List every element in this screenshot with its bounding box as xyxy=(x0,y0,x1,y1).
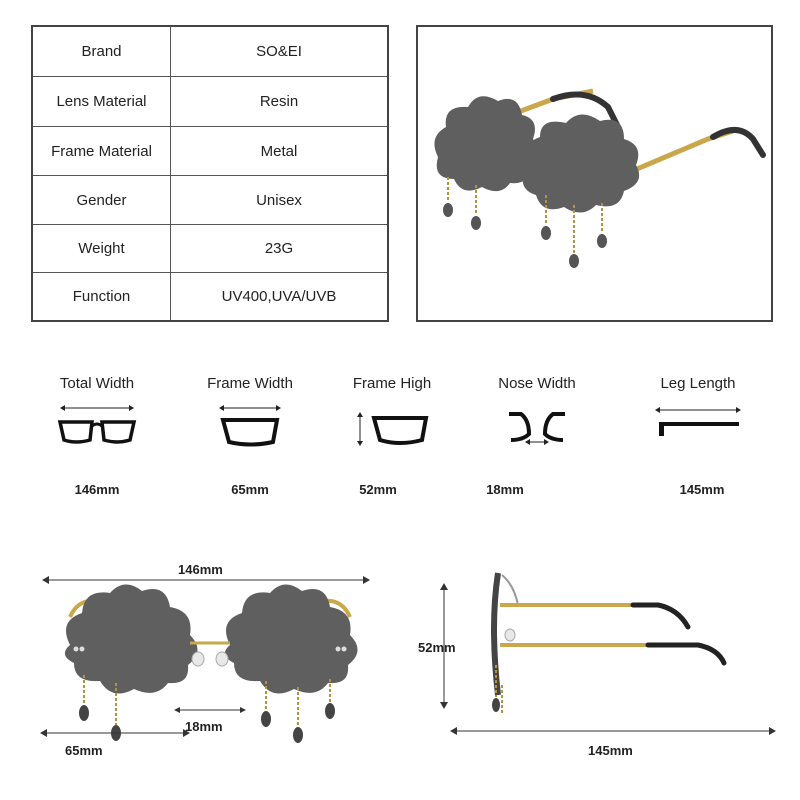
spec-label: Function xyxy=(33,273,171,320)
spec-row-function: Function UV400,UVA/UVB xyxy=(33,273,387,320)
spec-value: Resin xyxy=(259,93,299,110)
spec-value: UV400,UVA/UVB xyxy=(221,288,337,305)
dim-value-leg-length: 145mm xyxy=(679,482,725,497)
spec-table: Brand SO&EI Lens Material Resin Frame Ma… xyxy=(31,25,389,322)
dim-title: Frame High xyxy=(352,375,432,392)
dim-title: Frame Width xyxy=(207,375,293,392)
side-view-drawing xyxy=(440,572,776,735)
spec-label: Weight xyxy=(33,225,171,272)
spec-row-frame-material: Frame Material Metal xyxy=(33,127,387,176)
dim-leg-length: Leg Length xyxy=(633,375,763,448)
side-leg-length-label: 145mm xyxy=(588,743,633,758)
dim-value-frame-width: 65mm xyxy=(231,482,269,497)
front-view-drawing xyxy=(40,576,370,743)
cloud-sunglasses-image xyxy=(434,88,766,268)
spec-value: 23G xyxy=(264,240,294,257)
dim-value-frame-high: 52mm xyxy=(359,482,397,497)
dim-value-total-width: 146mm xyxy=(74,482,120,497)
frame-high-icon xyxy=(357,412,429,446)
dim-frame-high: Frame High xyxy=(327,375,457,448)
front-lens-width-label: 65mm xyxy=(65,743,103,758)
dim-total-width: Total Width xyxy=(32,375,162,448)
dim-title: Total Width xyxy=(59,375,135,392)
dim-value-nose-width: 18mm xyxy=(486,482,524,497)
spec-row-weight: Weight 23G xyxy=(33,225,387,273)
frame-width-icon xyxy=(219,405,281,447)
side-view-diagram: 52mm 145mm xyxy=(418,565,783,775)
product-photo xyxy=(416,25,773,322)
side-height-label: 52mm xyxy=(418,640,456,655)
spec-label: Frame Material xyxy=(33,127,171,175)
spec-label: Gender xyxy=(33,176,171,224)
spec-row-lens-material: Lens Material Resin xyxy=(33,77,387,127)
front-view-diagram: 146mm 18mm 65mm xyxy=(30,555,390,775)
spec-label: Lens Material xyxy=(33,77,171,126)
dim-nose-width: Nose Width xyxy=(472,375,602,448)
spec-label: Brand xyxy=(33,27,171,76)
total-width-icon xyxy=(57,405,137,444)
spec-value: Metal xyxy=(260,142,298,160)
dim-title: Nose Width xyxy=(498,375,576,392)
front-total-width-label: 146mm xyxy=(178,562,223,577)
front-bridge-width-label: 18mm xyxy=(185,719,223,734)
spec-row-gender: Gender Unisex xyxy=(33,176,387,225)
dim-frame-width: Frame Width xyxy=(185,375,315,448)
spec-value: SO&EI xyxy=(256,43,302,60)
spec-value: Unisex xyxy=(256,191,302,209)
dim-title: Leg Length xyxy=(660,375,736,392)
spec-row-brand: Brand SO&EI xyxy=(33,27,387,77)
nose-width-icon xyxy=(509,412,565,445)
leg-length-icon xyxy=(655,407,741,436)
